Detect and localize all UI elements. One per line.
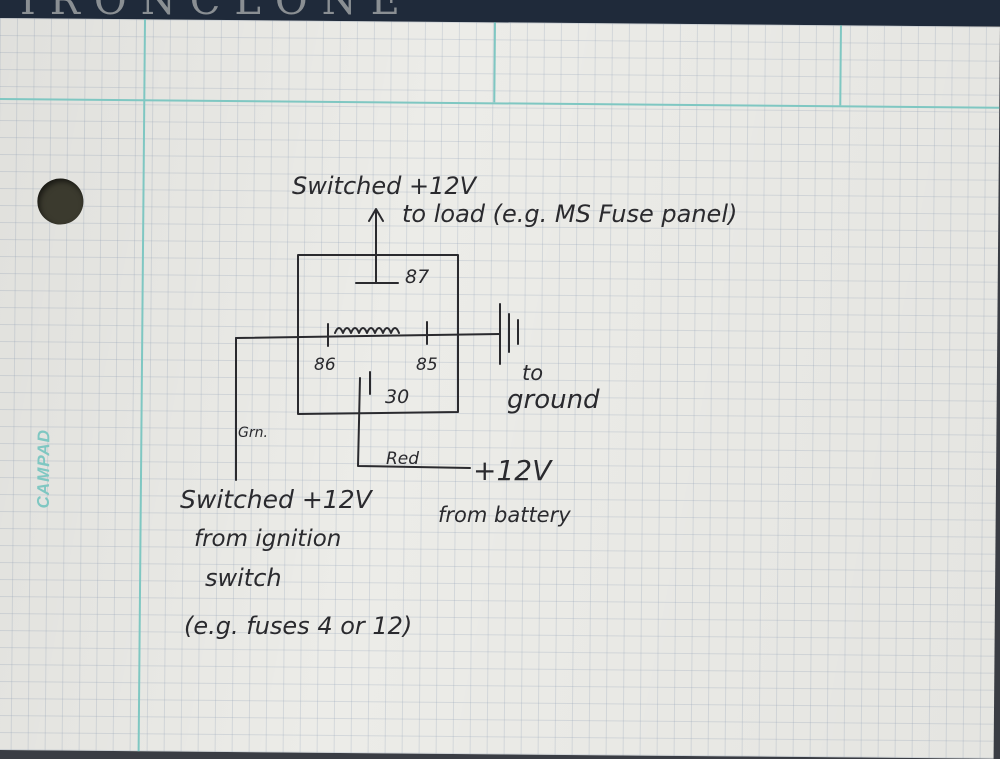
- ignition-label-line2: from ignition: [194, 526, 341, 552]
- ground-symbol: [499, 303, 519, 365]
- battery-source-label: from battery: [438, 503, 571, 527]
- relay-coil: [334, 327, 400, 334]
- output-label: Switched +12V: [292, 172, 478, 200]
- pin-85-label: 85: [416, 355, 438, 375]
- relay-box: [297, 254, 459, 415]
- pin-86-label: 86: [314, 355, 336, 375]
- green-wire-label: Grn.: [238, 425, 268, 441]
- output-destination: to load (e.g. MS Fuse panel): [402, 200, 737, 228]
- ignition-label-line4: (e.g. fuses 4 or 12): [184, 612, 412, 640]
- red-wire-label: Red: [386, 449, 419, 469]
- battery-voltage-label: +12V: [473, 454, 553, 487]
- ground-label: ground: [507, 385, 600, 415]
- ground-label-to: to: [522, 361, 543, 385]
- red-wire: [357, 377, 471, 469]
- output-arrow: [368, 208, 384, 222]
- ignition-label-line1: Switched +12V: [180, 485, 374, 514]
- pin-30-label: 30: [385, 386, 409, 408]
- pin-87-label: 87: [405, 266, 429, 288]
- ignition-label-line3: switch: [205, 564, 282, 592]
- coil-wire: [235, 333, 501, 339]
